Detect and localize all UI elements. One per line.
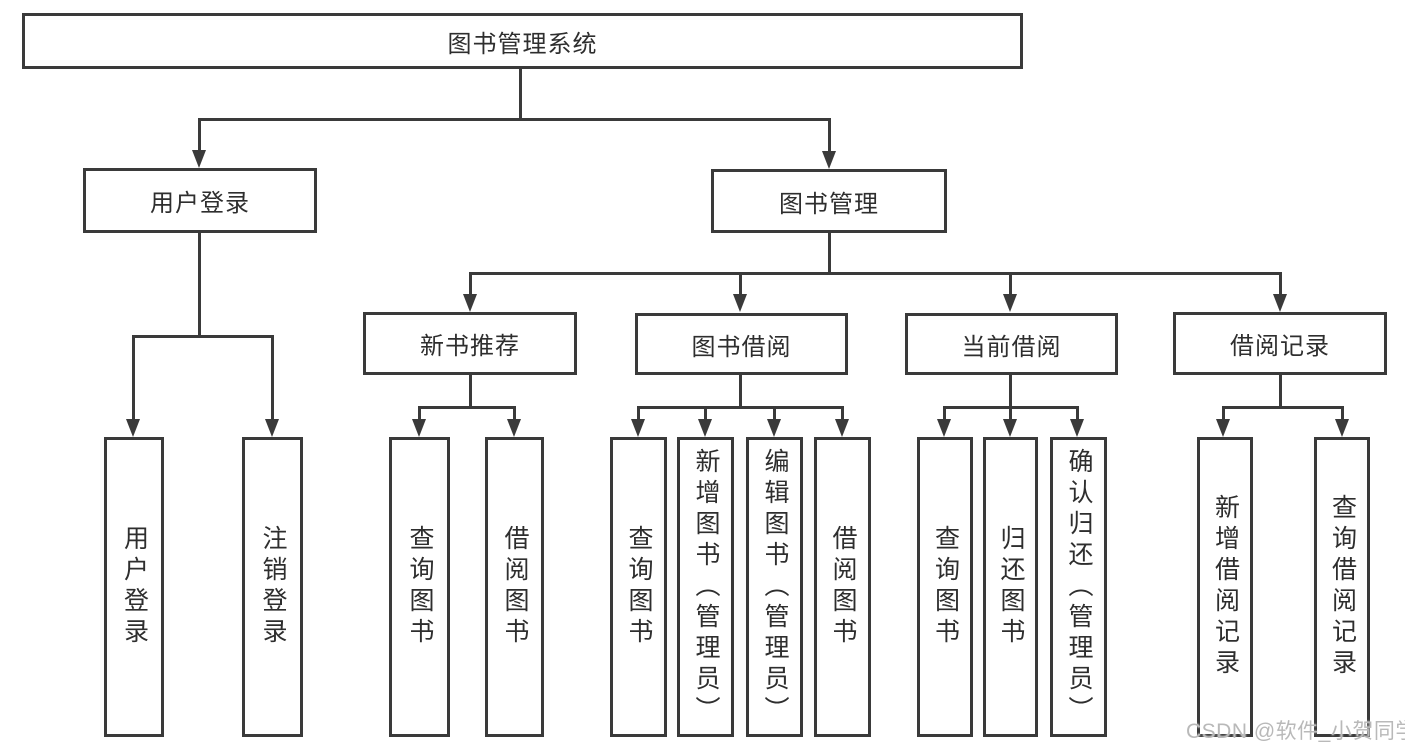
leaf-return-books: 归还图书 bbox=[983, 437, 1038, 737]
arrow-down-icon bbox=[463, 294, 477, 312]
connector-line bbox=[198, 233, 201, 338]
connector-line bbox=[828, 233, 831, 275]
node-book-management: 图书管理 bbox=[711, 169, 947, 233]
leaf-label: 注销登录 bbox=[259, 525, 287, 649]
node-book-borrowing: 图书借阅 bbox=[635, 313, 848, 375]
leaf-logout: 注销登录 bbox=[242, 437, 303, 737]
arrow-down-icon bbox=[192, 150, 206, 168]
connector-line bbox=[271, 335, 274, 420]
connector-line bbox=[519, 69, 522, 120]
leaf-query-books: 查询图书 bbox=[610, 437, 667, 737]
arrow-down-icon bbox=[1216, 419, 1230, 437]
node-new-book-recommendation: 新书推荐 bbox=[363, 312, 577, 375]
arrow-down-icon bbox=[767, 419, 781, 437]
arrow-down-icon bbox=[835, 419, 849, 437]
node-label: 当前借阅 bbox=[961, 333, 1062, 361]
connector-line bbox=[418, 406, 421, 420]
leaf-query-books: 查询图书 bbox=[389, 437, 450, 737]
leaf-borrow-books: 借阅图书 bbox=[485, 437, 544, 737]
node-label: 图书管理 bbox=[779, 190, 879, 218]
connector-line bbox=[1222, 406, 1344, 409]
leaf-add-books-admin: 新增图书（管理员） bbox=[677, 437, 734, 737]
leaf-label: 借阅图书 bbox=[501, 525, 529, 649]
connector-line bbox=[704, 406, 707, 420]
connector-line bbox=[1009, 375, 1012, 409]
leaf-add-borrow-record: 新增借阅记录 bbox=[1197, 437, 1253, 737]
arrow-down-icon bbox=[822, 151, 836, 169]
connector-line bbox=[739, 272, 742, 295]
connector-line bbox=[739, 375, 742, 409]
arrow-down-icon bbox=[1003, 419, 1017, 437]
connector-line bbox=[1076, 406, 1079, 420]
leaf-edit-books-admin: 编辑图书（管理员） bbox=[746, 437, 803, 737]
leaf-query-borrow-record: 查询借阅记录 bbox=[1314, 437, 1370, 737]
arrow-down-icon bbox=[507, 419, 521, 437]
arrow-down-icon bbox=[1070, 419, 1084, 437]
leaf-label: 查询图书 bbox=[406, 525, 434, 649]
arrow-down-icon bbox=[1273, 294, 1287, 312]
connector-line bbox=[637, 406, 844, 409]
connector-line bbox=[469, 375, 472, 409]
arrow-down-icon bbox=[265, 419, 279, 437]
leaf-confirm-return-admin: 确认归还（管理员） bbox=[1050, 437, 1107, 737]
arrow-down-icon bbox=[1003, 294, 1017, 312]
connector-line bbox=[513, 406, 516, 420]
node-label: 用户登录 bbox=[150, 190, 250, 217]
connector-line bbox=[469, 272, 1282, 275]
leaf-label: 查询图书 bbox=[931, 525, 960, 649]
arrow-down-icon bbox=[126, 419, 140, 437]
node-label: 新书推荐 bbox=[420, 333, 520, 360]
leaf-label: 新增借阅记录 bbox=[1211, 494, 1240, 680]
leaf-label: 归还图书 bbox=[997, 525, 1025, 649]
node-library-management-system: 图书管理系统 bbox=[22, 13, 1023, 69]
leaf-label: 借阅图书 bbox=[829, 525, 857, 649]
leaf-label: 新增图书（管理员） bbox=[692, 447, 720, 727]
connector-line bbox=[1222, 406, 1225, 420]
leaf-label: 用户登录 bbox=[120, 525, 149, 649]
connector-line bbox=[773, 406, 776, 420]
connector-line bbox=[198, 118, 201, 151]
connector-line bbox=[828, 118, 831, 152]
leaf-label: 编辑图书（管理员） bbox=[761, 447, 789, 727]
arrow-down-icon bbox=[937, 419, 951, 437]
leaf-label: 查询借阅记录 bbox=[1328, 494, 1357, 680]
leaf-user-login: 用户登录 bbox=[104, 437, 164, 737]
arrow-down-icon bbox=[1335, 419, 1349, 437]
connector-line bbox=[1009, 406, 1012, 420]
node-label: 图书借阅 bbox=[691, 333, 792, 361]
connector-line bbox=[943, 406, 946, 420]
connector-line bbox=[198, 118, 831, 121]
connector-line bbox=[418, 406, 516, 409]
arrow-down-icon bbox=[698, 419, 712, 437]
node-current-borrowing: 当前借阅 bbox=[905, 313, 1118, 375]
leaf-label: 确认归还（管理员） bbox=[1065, 447, 1093, 727]
csdn-watermark: CSDN @软件_小贺同学 bbox=[1186, 720, 1405, 743]
node-label: 图书管理系统 bbox=[447, 30, 598, 58]
node-label: 借阅记录 bbox=[1230, 333, 1330, 360]
leaf-query-books: 查询图书 bbox=[917, 437, 973, 737]
connector-line bbox=[132, 335, 274, 338]
node-borrowing-records: 借阅记录 bbox=[1173, 312, 1387, 375]
connector-line bbox=[1341, 406, 1344, 420]
connector-line bbox=[637, 406, 640, 420]
connector-line bbox=[1279, 375, 1282, 409]
connector-line bbox=[1279, 272, 1282, 295]
leaf-borrow-books: 借阅图书 bbox=[814, 437, 871, 737]
arrow-down-icon bbox=[733, 294, 747, 312]
arrow-down-icon bbox=[412, 419, 426, 437]
connector-line bbox=[1009, 272, 1012, 295]
connector-line bbox=[841, 406, 844, 420]
node-user-login: 用户登录 bbox=[83, 168, 317, 233]
arrow-down-icon bbox=[631, 419, 645, 437]
connector-line bbox=[469, 272, 472, 295]
connector-line bbox=[132, 335, 135, 420]
leaf-label: 查询图书 bbox=[625, 525, 653, 649]
